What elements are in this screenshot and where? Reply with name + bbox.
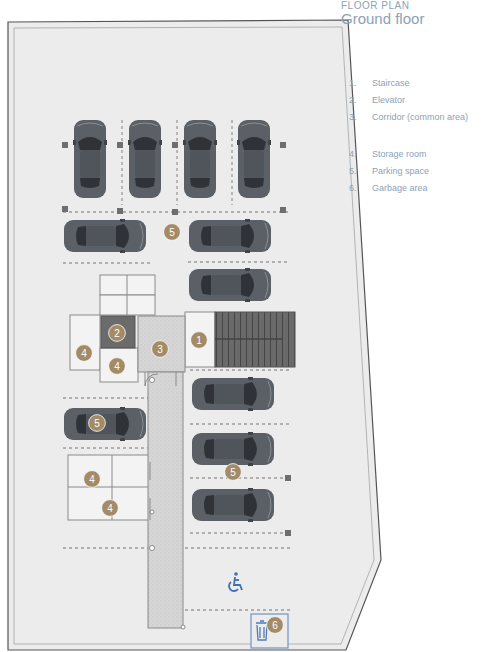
callout-number: 5 — [163, 223, 181, 238]
callout-number: 2 — [108, 324, 126, 339]
car — [127, 120, 163, 198]
site-boundary — [8, 20, 381, 650]
car — [72, 120, 108, 198]
legend-number: 5. — [349, 165, 357, 177]
car — [192, 376, 274, 412]
callout-circle: 5 — [224, 463, 242, 481]
wheelchair-symbol — [229, 572, 242, 591]
callout-circle-fill — [152, 341, 169, 358]
callout-circle: 1 — [190, 331, 208, 349]
plan-subtitle: Ground floor — [341, 10, 424, 28]
callout-number: 6 — [266, 616, 284, 631]
rooms — [68, 275, 215, 520]
callout-number: 5 — [88, 414, 106, 429]
callout-circle-fill — [102, 500, 119, 517]
callout-number: 1 — [190, 331, 208, 346]
legend-number: 3. — [349, 111, 357, 123]
callout-circle: 4 — [75, 344, 93, 362]
callout-circle: 2 — [108, 324, 126, 342]
callout-number: 4 — [75, 344, 93, 359]
callout-circle-fill — [109, 358, 126, 375]
car — [182, 120, 218, 198]
callout-circle-fill — [164, 224, 181, 241]
car — [236, 120, 272, 198]
car — [192, 487, 274, 523]
callout-circle-fill — [191, 332, 208, 349]
car — [64, 218, 146, 254]
legend-number: 1. — [349, 77, 357, 89]
callout-circle-fill — [267, 617, 284, 634]
legend-number: 4. — [349, 148, 357, 160]
site-inner-line — [14, 27, 374, 644]
legend-text: Parking space — [372, 165, 429, 177]
callout-number: 4 — [83, 470, 101, 485]
legend-text: Staircase — [372, 77, 410, 89]
legend-text: Elevator — [372, 94, 405, 106]
callout-circle-fill — [76, 345, 93, 362]
callout-circle-fill — [89, 415, 106, 432]
callout-circle: 5 — [163, 223, 181, 241]
corridor — [138, 316, 185, 372]
callout-number: 4 — [101, 499, 119, 514]
callout-circle: 4 — [108, 357, 126, 375]
plan-title: FLOOR PLAN — [341, 0, 409, 11]
elevator — [101, 316, 135, 348]
garbage-bin-icon — [256, 621, 268, 640]
callout-number: 5 — [224, 463, 242, 478]
staircase — [215, 312, 295, 367]
legend-number: 6. — [349, 182, 357, 194]
callout-circle: 4 — [83, 470, 101, 488]
legend-text: Storage room — [372, 148, 427, 160]
callout-circle: 5 — [88, 414, 106, 432]
car — [189, 267, 271, 303]
callout-number: 3 — [151, 340, 169, 355]
callout-number: 4 — [108, 357, 126, 372]
doors — [145, 372, 185, 629]
callout-circle: 3 — [151, 340, 169, 358]
legend-text: Corridor (common area) — [372, 111, 470, 123]
car — [189, 218, 271, 254]
callout-circle-fill — [84, 471, 101, 488]
garbage-area — [251, 614, 288, 648]
callout-circle-fill — [225, 464, 242, 481]
legend-number: 2. — [349, 94, 357, 106]
corridor-strip — [148, 372, 183, 628]
legend-text: Garbage area — [372, 182, 428, 194]
car — [192, 431, 274, 467]
car — [64, 406, 146, 442]
callout-circle: 4 — [101, 499, 119, 517]
stair-landing — [215, 338, 283, 340]
callout-circle: 6 — [266, 616, 284, 634]
callout-circle-fill — [109, 325, 126, 342]
